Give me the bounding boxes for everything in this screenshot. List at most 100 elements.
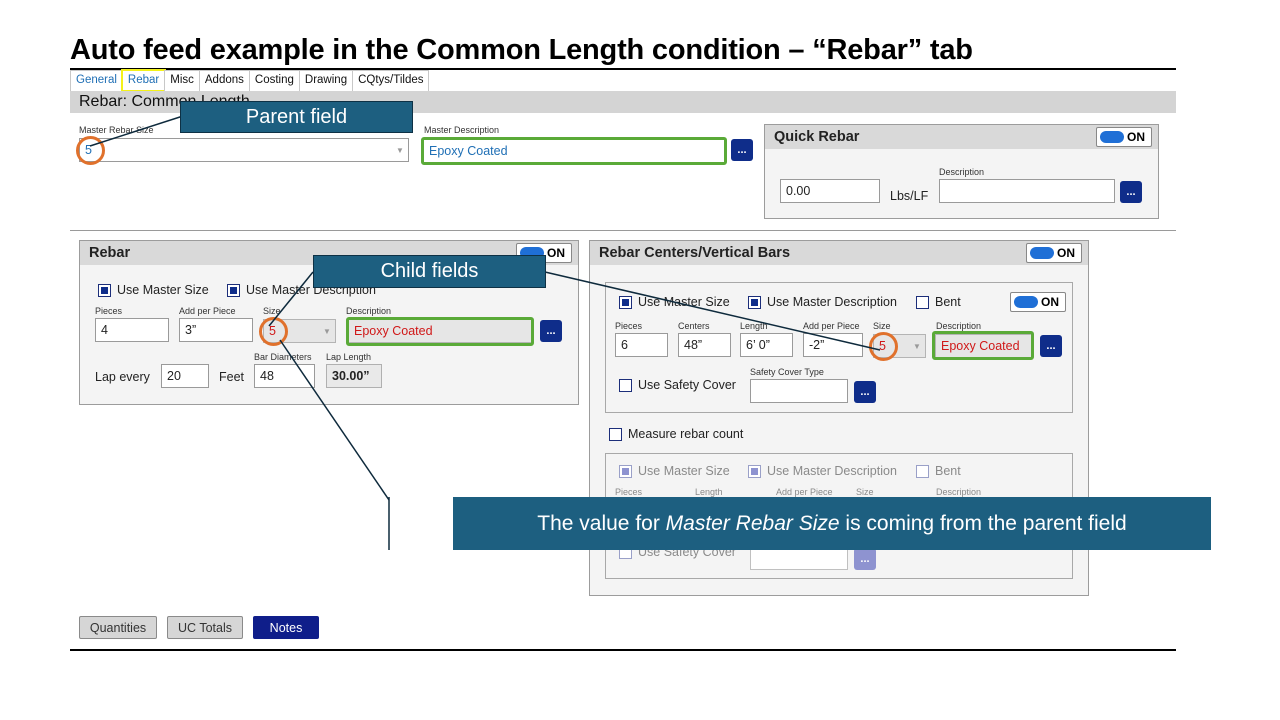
- rebar-lap-input[interactable]: 20: [161, 364, 209, 388]
- quantities-button[interactable]: Quantities: [79, 616, 157, 639]
- lower-use-master-size-label: Use Master Size: [638, 464, 730, 478]
- tab-costing[interactable]: Costing: [248, 70, 300, 91]
- master-desc-highlight: [421, 137, 727, 165]
- master-size-label: Master Rebar Size: [79, 125, 154, 135]
- bottom-rule: [70, 649, 1176, 651]
- master-desc-browse-button[interactable]: ...: [731, 139, 753, 161]
- lower-bent-label: Bent: [935, 464, 961, 478]
- quick-rebar-value: 0.00: [786, 184, 811, 198]
- lower-bent[interactable]: Bent: [916, 464, 961, 478]
- centers-centers-input[interactable]: 48”: [678, 333, 731, 357]
- rebar-add-value: 3”: [185, 323, 197, 337]
- lower-add-label: Add per Piece: [776, 487, 833, 497]
- centers-use-master-size[interactable]: Use Master Size: [619, 295, 730, 309]
- rebar-use-master-size-label: Use Master Size: [117, 283, 209, 297]
- rebar-pieces-input[interactable]: 4: [95, 318, 169, 342]
- lower-use-master-desc[interactable]: Use Master Description: [748, 464, 897, 478]
- uc-totals-button[interactable]: UC Totals: [167, 616, 243, 639]
- lower-pieces-label: Pieces: [615, 487, 643, 497]
- quick-rebar-desc-input[interactable]: [939, 179, 1115, 203]
- chevron-down-icon: ▼: [323, 326, 331, 336]
- centers-size-label: Size: [873, 321, 891, 331]
- rebar-size-label: Size: [263, 306, 281, 316]
- master-desc-field[interactable]: Epoxy Coated: [423, 139, 725, 163]
- rebar-lap-value: 20: [167, 369, 181, 383]
- centers-safety-cover[interactable]: Use Safety Cover: [619, 378, 736, 392]
- quick-rebar-title: Quick Rebar: [774, 129, 860, 145]
- toggle-switch-icon: [1014, 296, 1038, 308]
- checkbox-icon: [227, 283, 240, 297]
- lower-safety-browse-button[interactable]: ...: [854, 548, 876, 570]
- notes-button[interactable]: Notes: [253, 616, 319, 639]
- quick-rebar-unit: Lbs/LF: [890, 189, 929, 203]
- centers-inner-toggle[interactable]: ON: [1010, 292, 1066, 312]
- rebar-bar-diam-input[interactable]: 48: [254, 364, 315, 388]
- rebar-lap-length-label: Lap Length: [326, 352, 372, 362]
- child-fields-callout: Child fields: [313, 255, 546, 288]
- chevron-down-icon: ▼: [913, 341, 921, 351]
- rebar-pieces-label: Pieces: [95, 306, 123, 316]
- quick-rebar-browse-button[interactable]: ...: [1120, 181, 1142, 203]
- lower-use-master-size[interactable]: Use Master Size: [619, 464, 730, 478]
- slide-title: Auto feed example in the Common Length c…: [70, 34, 973, 66]
- centers-inner-toggle-label: ON: [1041, 295, 1059, 309]
- centers-bent[interactable]: Bent: [916, 295, 961, 309]
- rebar-bar-diam-value: 48: [260, 369, 274, 383]
- rebar-panel-toggle-label: ON: [547, 246, 565, 260]
- rebar-desc-field[interactable]: Epoxy Coated: [348, 319, 532, 343]
- toggle-switch-icon: [1100, 131, 1124, 143]
- rebar-lap-length-value: 30.00”: [332, 369, 370, 383]
- centers-safety-browse-button[interactable]: ...: [854, 381, 876, 403]
- tab-rebar[interactable]: Rebar: [120, 69, 167, 92]
- centers-panel-title: Rebar Centers/Vertical Bars: [599, 245, 791, 261]
- lower-length-label: Length: [695, 487, 723, 497]
- tab-cqtys-tildes[interactable]: CQtys/Tildes: [352, 70, 430, 91]
- centers-length-value: 6’ 0”: [746, 338, 770, 352]
- measure-rebar-count[interactable]: Measure rebar count: [609, 427, 743, 441]
- rebar-add-label: Add per Piece: [179, 306, 236, 316]
- centers-add-value: -2”: [809, 338, 825, 352]
- rebar-desc-browse-button[interactable]: ...: [540, 320, 562, 342]
- checkbox-icon: [609, 427, 622, 441]
- checkbox-icon: [619, 378, 632, 392]
- rebar-desc-label: Description: [346, 306, 392, 316]
- parent-field-highlight: [76, 136, 105, 165]
- quick-rebar-panel: Quick Rebar: [764, 124, 1159, 219]
- tab-addons[interactable]: Addons: [198, 70, 250, 91]
- rebar-use-master-size[interactable]: Use Master Size: [98, 283, 209, 297]
- centers-safety-type-input[interactable]: [750, 379, 848, 403]
- centers-desc-label: Description: [936, 321, 982, 331]
- master-desc-value: Epoxy Coated: [429, 144, 508, 158]
- lower-size-label: Size: [856, 487, 874, 497]
- quick-rebar-toggle[interactable]: ON: [1096, 127, 1152, 147]
- checkbox-icon: [619, 295, 632, 309]
- tab-drawing[interactable]: Drawing: [298, 70, 354, 91]
- master-size-select[interactable]: 5 ▼: [79, 138, 409, 162]
- centers-desc-browse-button[interactable]: ...: [1040, 335, 1062, 357]
- centers-add-input[interactable]: -2”: [803, 333, 863, 357]
- quick-rebar-header: Quick Rebar: [765, 125, 1158, 149]
- centers-length-input[interactable]: 6’ 0”: [740, 333, 793, 357]
- centers-length-label: Length: [740, 321, 768, 331]
- centers-pieces-input[interactable]: 6: [615, 333, 668, 357]
- centers-safety-cover-label: Use Safety Cover: [638, 378, 736, 392]
- centers-bent-label: Bent: [935, 295, 961, 309]
- tab-misc[interactable]: Misc: [164, 70, 200, 91]
- centers-centers-value: 48”: [684, 338, 703, 352]
- rebar-desc-value: Epoxy Coated: [354, 324, 433, 338]
- child-field-highlight-centers: [869, 332, 898, 361]
- quick-rebar-value-input[interactable]: 0.00: [780, 179, 880, 203]
- master-desc-label: Master Description: [424, 125, 500, 135]
- centers-use-master-desc[interactable]: Use Master Description: [748, 295, 897, 309]
- centers-use-master-desc-label: Use Master Description: [767, 295, 897, 309]
- tab-general[interactable]: General: [70, 70, 123, 91]
- parent-field-callout: Parent field: [180, 101, 413, 133]
- checkbox-icon: [748, 464, 761, 478]
- rebar-add-input[interactable]: 3”: [179, 318, 253, 342]
- rebar-bar-diam-label: Bar Diameters: [254, 352, 312, 362]
- checkbox-icon: [98, 283, 111, 297]
- rebar-pieces-value: 4: [101, 323, 108, 337]
- centers-panel-toggle[interactable]: ON: [1026, 243, 1082, 263]
- banner-text-post: is coming from the parent field: [839, 511, 1127, 535]
- section-divider: [70, 230, 1176, 231]
